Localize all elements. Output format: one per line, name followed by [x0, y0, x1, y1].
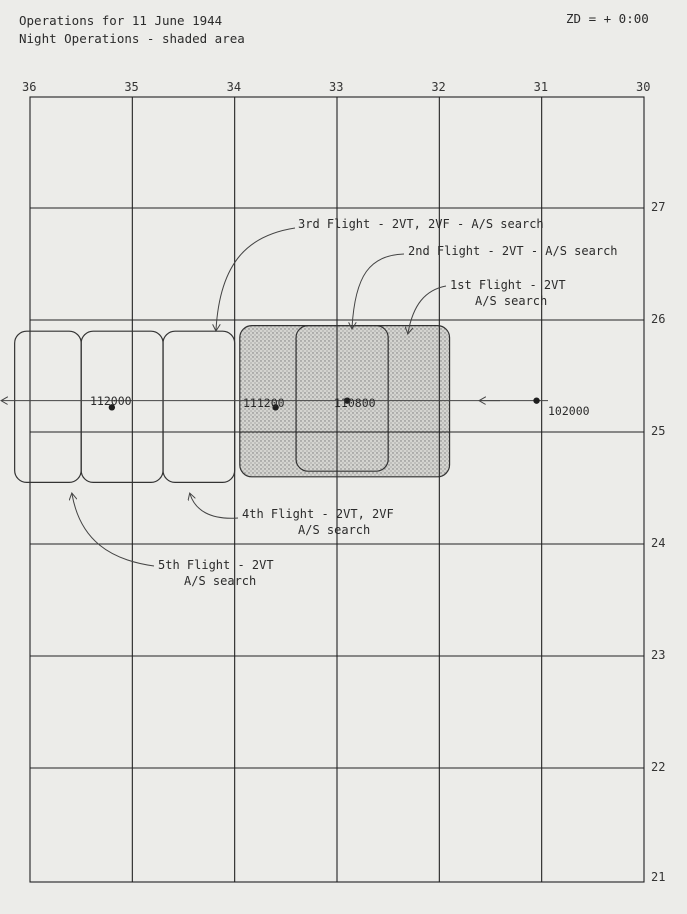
position-label: 112000 — [90, 394, 132, 408]
position-label: 102000 — [548, 404, 590, 418]
longitude-label: 36 — [22, 80, 37, 94]
flight-1-mission: A/S search — [475, 294, 548, 308]
latitude-label: 25 — [651, 424, 666, 438]
flight-4-leader — [190, 494, 239, 519]
map-title: Operations for 11 June 1944 — [19, 13, 223, 28]
flight-5-leader — [72, 494, 155, 567]
flight-1-leader — [408, 285, 447, 333]
search-area-3rd — [162, 330, 236, 484]
flight-3-label: 3rd Flight - 2VT, 2VF - A/S search — [298, 217, 544, 231]
flight-3-leader — [216, 227, 296, 330]
position-dot — [272, 404, 279, 411]
longitude-label: 34 — [226, 80, 242, 94]
flight-4-mission: A/S search — [298, 523, 371, 537]
search-area-5th — [14, 330, 82, 484]
latitude-label: 26 — [651, 312, 666, 326]
flight-5-mission: A/S search — [184, 574, 257, 588]
position-dot — [344, 397, 351, 404]
map-subtitle: Night Operations - shaded area — [19, 31, 245, 46]
search-area-2nd — [295, 325, 389, 472]
longitude-label: 31 — [533, 80, 549, 94]
latitude-label: 22 — [651, 760, 666, 774]
flight-2-leader — [352, 253, 405, 328]
latitude-label: 23 — [651, 648, 666, 662]
position-label: 111200 — [243, 396, 285, 410]
flight-2-label: 2nd Flight - 2VT - A/S search — [408, 244, 618, 258]
flight-4-label: 4th Flight - 2VT, 2VF — [242, 507, 394, 521]
longitude-label: 32 — [431, 80, 446, 94]
longitude-label: 35 — [124, 80, 139, 94]
zone-description: ZD = + 0:00 — [566, 11, 649, 26]
longitude-label: 33 — [329, 80, 344, 94]
latitude-label: 21 — [651, 870, 666, 884]
position-dot — [108, 404, 116, 411]
flight-1-label: 1st Flight - 2VT — [450, 278, 566, 292]
latitude-label: 24 — [651, 536, 666, 550]
night-search-area — [296, 325, 389, 472]
longitude-label: 30 — [636, 80, 651, 94]
latitude-label: 27 — [651, 200, 666, 214]
position-label: 110800 — [334, 396, 376, 410]
position-dot — [533, 397, 540, 404]
flight-5-label: 5th Flight - 2VT — [158, 558, 274, 572]
